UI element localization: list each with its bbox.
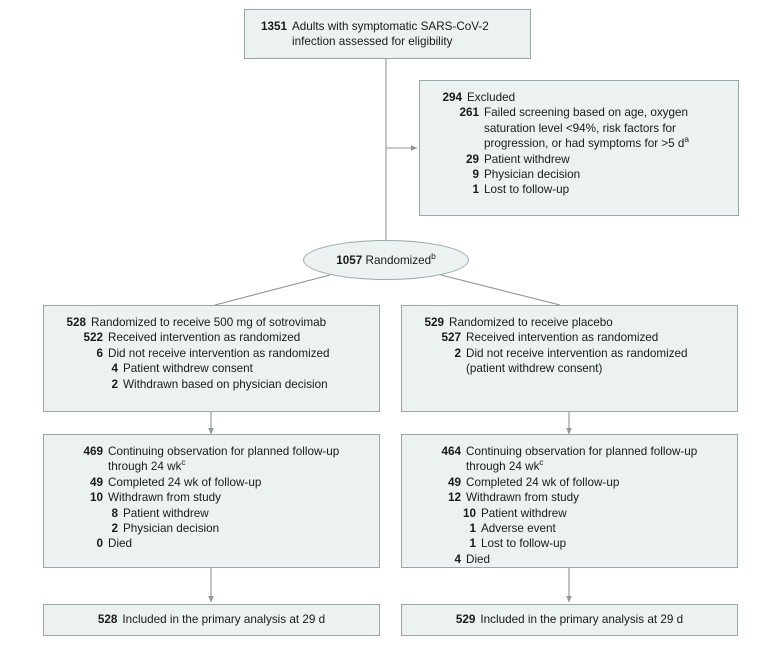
allocation-box-placebo: 529 Randomized to receive placebo 527 Re… <box>401 305 738 412</box>
allocation-item: 527 Received intervention as randomized <box>441 331 659 345</box>
followup-item: 1 Adverse event <box>469 522 556 536</box>
allocation-item: 6 Did not receive intervention as random… <box>96 346 330 360</box>
excluded-item: 1 Lost to follow-up <box>472 183 570 197</box>
footnote-marker-c: c <box>181 457 186 468</box>
enrollment-box: 1351 Adults with symptomatic SARS-CoV-2 … <box>244 9 531 59</box>
footnote-marker-a: a <box>684 134 690 145</box>
excluded-item: 261 Failed screening based on age, oxyge… <box>459 106 690 151</box>
followup-item: 49 Completed 24 wk of follow-up <box>89 475 262 489</box>
excluded-item: 9 Physician decision <box>472 168 581 182</box>
allocation-item: 4 Patient withdrew consent <box>111 362 253 376</box>
randomized-label: Randomized <box>365 253 432 267</box>
randomized-count: 1057 <box>336 253 363 267</box>
allocation-item: 522 Received intervention as randomized <box>83 331 301 345</box>
followup-item: 8 Patient withdrew <box>111 506 209 520</box>
randomized-ellipse: 1057 Randomizedb <box>303 240 469 280</box>
allocation-item: (patient withdrew consent) <box>466 362 603 376</box>
analysis-box-placebo: 529 Included in the primary analysis at … <box>401 604 738 636</box>
followup-item: 2 Physician decision <box>111 522 220 536</box>
followup-item: 49 Completed 24 wk of follow-up <box>447 475 620 489</box>
excluded-count: 294 <box>442 91 462 104</box>
followup-item: 1 Lost to follow-up <box>469 537 567 551</box>
followup-item: 12 Withdrawn from study <box>447 491 580 505</box>
followup-box-placebo: 464 Continuing observation for planned f… <box>401 434 738 568</box>
excluded-box: 294 Excluded 261 Failed screening based … <box>419 80 739 216</box>
allocation-box-sotrovimab: 528 Randomized to receive 500 mg of sotr… <box>43 305 380 412</box>
excluded-item: 29 Patient withdrew <box>465 152 570 166</box>
followup-item: 0 Died <box>96 537 133 551</box>
allocation-item: 2 Withdrawn based on physician decision <box>111 377 328 391</box>
allocation-item: 2 Did not receive intervention as random… <box>454 346 688 360</box>
followup-item: 10 Withdrawn from study <box>89 491 222 505</box>
footnote-marker-c: c <box>539 457 544 468</box>
enrollment-count: 1351 <box>260 20 287 33</box>
followup-item: 4 Died <box>454 552 491 566</box>
analysis-box-sotrovimab: 528 Included in the primary analysis at … <box>43 604 380 636</box>
followup-item: 10 Patient withdrew <box>462 506 567 520</box>
footnote-marker-b: b <box>431 250 436 261</box>
enrollment-label: Adults with symptomatic SARS-CoV-2 infec… <box>292 20 489 49</box>
followup-box-sotrovimab: 469 Continuing observation for planned f… <box>43 434 380 568</box>
excluded-label: Excluded <box>467 91 516 104</box>
